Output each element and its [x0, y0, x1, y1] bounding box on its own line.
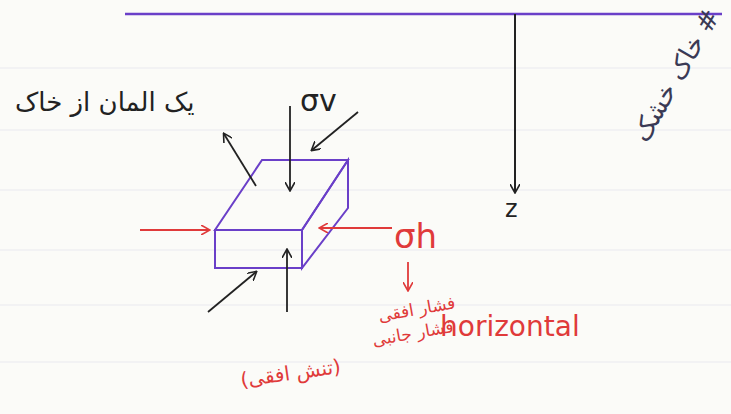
soil-note: خاک خشک #: [626, 4, 725, 147]
stress-note: (تنش افقی): [239, 355, 342, 391]
horizontal-stress: σh: [394, 218, 437, 255]
stress-english: horizontal: [440, 312, 580, 343]
element-label: یک المان از خاک: [15, 88, 195, 117]
vertical-stress: σv: [300, 84, 337, 117]
depth-axis: z: [505, 196, 518, 222]
